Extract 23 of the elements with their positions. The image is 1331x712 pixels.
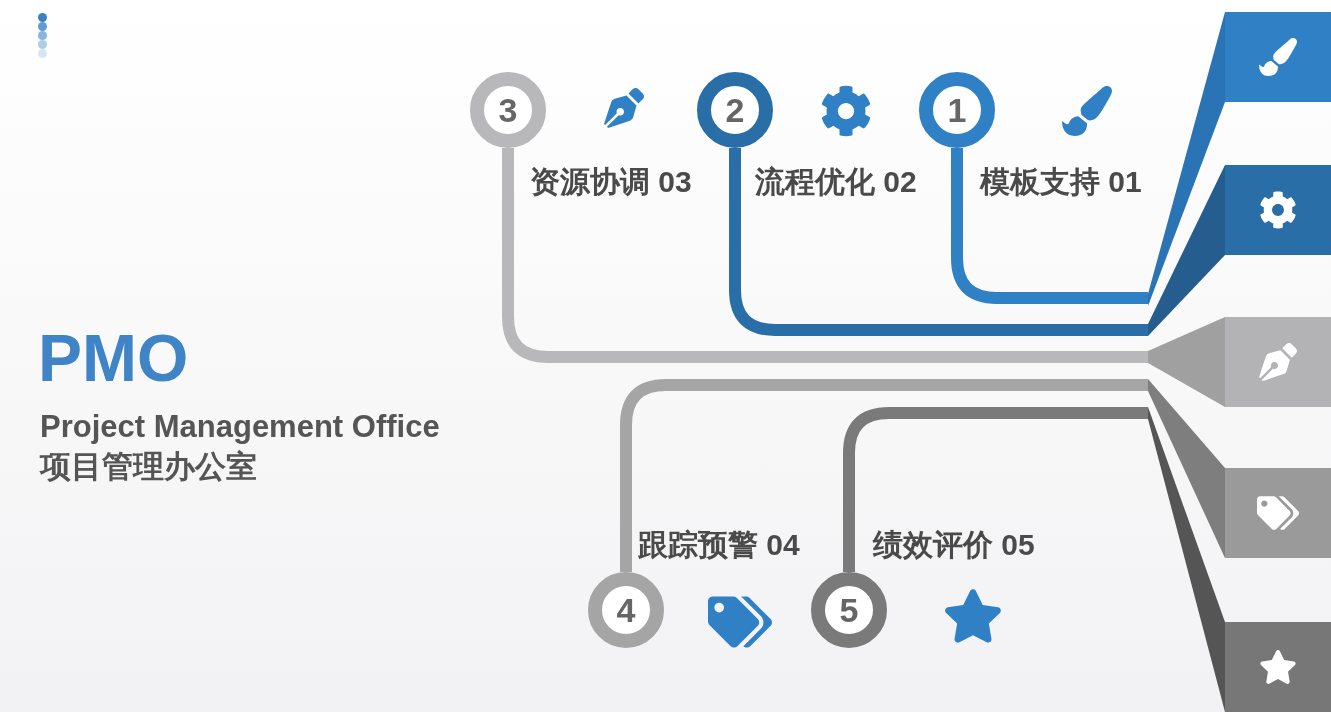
step-label: 绩效评价 05	[873, 527, 1035, 563]
connector-line	[729, 148, 1148, 336]
ribbon-tab	[1148, 165, 1331, 336]
title: PMO	[38, 325, 189, 391]
step-label: 模板支持 01	[980, 164, 1142, 200]
step-label: 跟踪预警 04	[638, 527, 800, 563]
subtitle: Project Management Office	[40, 410, 440, 445]
connector-line	[951, 148, 1148, 304]
step-label: 流程优化 02	[755, 164, 917, 200]
connector-line	[843, 407, 1148, 572]
number-ring: 3	[470, 72, 546, 148]
number-ring: 1	[919, 72, 995, 148]
ribbon-tab	[1148, 12, 1331, 306]
ribbon-tab	[1148, 317, 1331, 407]
ribbon-tab	[1148, 407, 1331, 712]
step-label: 资源协调 03	[530, 164, 692, 200]
number-ring: 2	[697, 72, 773, 148]
subtitle: 项目管理办公室	[40, 450, 257, 485]
connector-line	[620, 379, 1148, 572]
connector-line	[502, 148, 1148, 363]
ribbon-tab	[1148, 379, 1331, 558]
number-ring: 5	[811, 572, 887, 648]
number-ring: 4	[588, 572, 664, 648]
